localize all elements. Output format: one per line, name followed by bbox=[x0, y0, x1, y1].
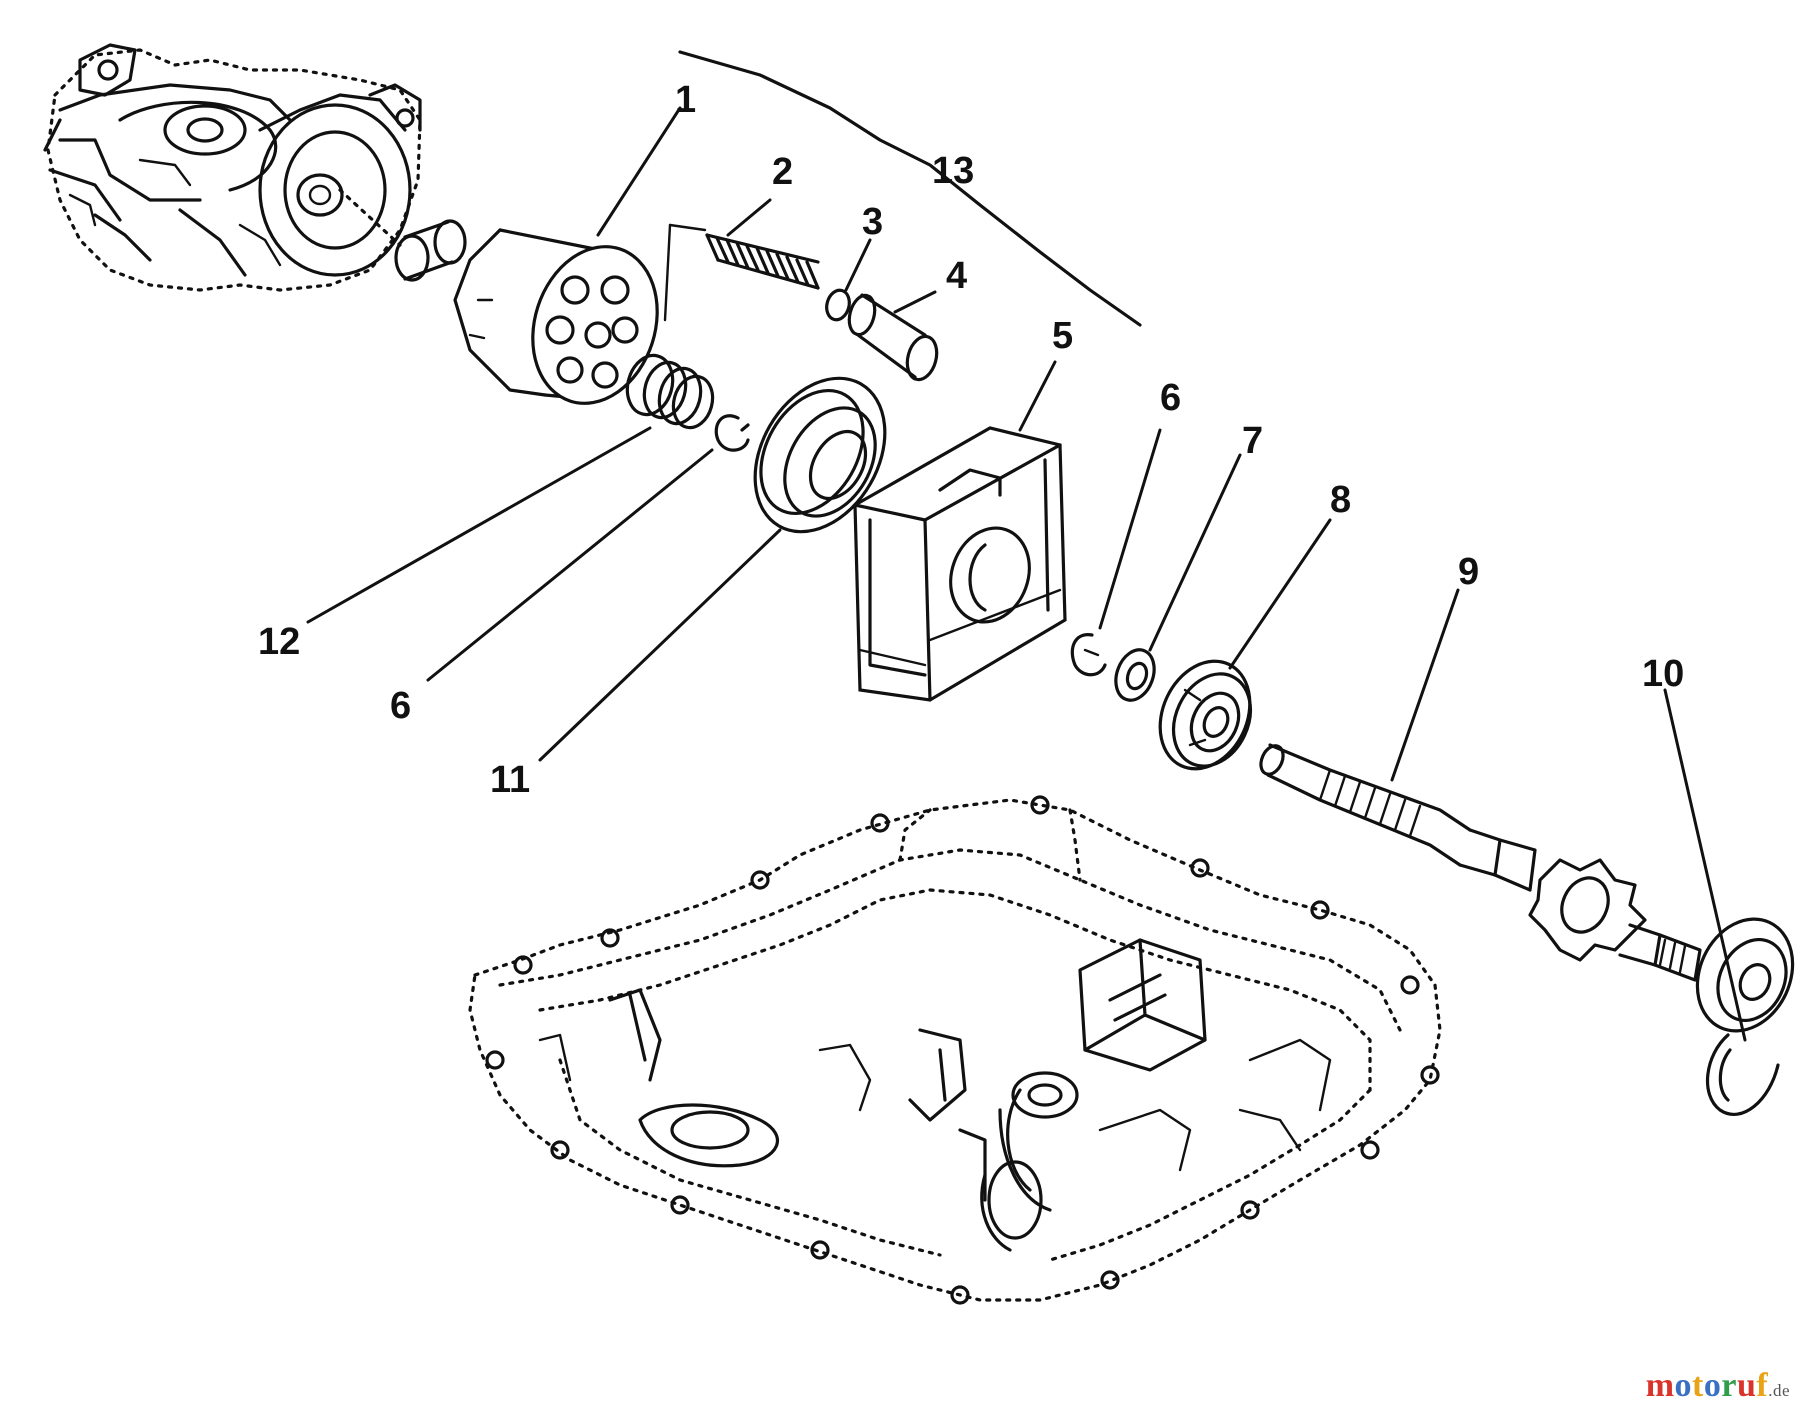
motor-cylinder-block bbox=[453, 228, 659, 405]
callout-2: 2 bbox=[772, 151, 793, 193]
leader-5 bbox=[1018, 360, 1057, 432]
leader-11 bbox=[538, 528, 782, 762]
callout-1: 1 bbox=[675, 79, 696, 121]
callout-5: 5 bbox=[1052, 315, 1073, 357]
lower-case bbox=[468, 795, 1442, 1305]
leader-3 bbox=[844, 238, 872, 292]
callout-6a: 6 bbox=[1160, 377, 1181, 419]
leader-6b bbox=[426, 448, 714, 682]
block-spring bbox=[625, 353, 715, 430]
watermark-letter: o bbox=[1674, 1367, 1693, 1404]
leader-10 bbox=[1663, 688, 1747, 1042]
retaining-ring-inner bbox=[714, 414, 750, 452]
dowel-bushing bbox=[338, 188, 467, 282]
callout-10: 10 bbox=[1642, 653, 1684, 695]
o-ring bbox=[825, 288, 851, 322]
watermark-letter: t bbox=[1692, 1367, 1704, 1404]
transaxle-housing bbox=[43, 43, 422, 292]
retaining-ring-outer bbox=[1705, 1033, 1780, 1116]
leader-2 bbox=[726, 198, 772, 237]
leader-lines bbox=[306, 106, 1747, 1042]
leader-1 bbox=[596, 106, 682, 237]
motoruf-watermark-logo: motoruf.de bbox=[1646, 1367, 1790, 1405]
check-plug bbox=[847, 293, 939, 382]
thrust-washer bbox=[753, 376, 887, 534]
output-shaft bbox=[1259, 743, 1795, 1033]
seal bbox=[1114, 648, 1156, 702]
leader-9 bbox=[1390, 588, 1460, 782]
leader-12 bbox=[306, 426, 652, 624]
watermark-letter: r bbox=[1721, 1367, 1737, 1404]
watermark-letter: u bbox=[1736, 1367, 1757, 1404]
watermark-letter: o bbox=[1703, 1367, 1722, 1404]
callout-9: 9 bbox=[1458, 551, 1479, 593]
retaining-ring bbox=[1070, 633, 1107, 677]
callout-3: 3 bbox=[862, 201, 883, 243]
callout-13: 13 bbox=[932, 150, 974, 192]
center-section bbox=[853, 426, 1067, 702]
leader-7 bbox=[1148, 453, 1242, 652]
callout-8: 8 bbox=[1330, 479, 1351, 521]
callout-4: 4 bbox=[946, 255, 967, 297]
callout-numbers: 1 2 3 4 5 6 7 8 9 10 11 6 12 13 bbox=[258, 79, 1684, 801]
callout-7: 7 bbox=[1242, 420, 1263, 462]
bearing bbox=[1158, 659, 1253, 771]
watermark-letter: f bbox=[1756, 1367, 1769, 1404]
leader-8 bbox=[1228, 518, 1332, 670]
watermark-letter: m bbox=[1645, 1367, 1675, 1404]
leader-4 bbox=[893, 290, 937, 314]
check-spring bbox=[663, 223, 820, 322]
callout-11: 11 bbox=[490, 759, 530, 801]
callout-12: 12 bbox=[258, 621, 300, 663]
callout-6b: 6 bbox=[390, 685, 411, 727]
callout-13-bracket bbox=[678, 50, 1142, 327]
watermark-suffix: .de bbox=[1768, 1381, 1790, 1400]
leader-6a bbox=[1098, 428, 1162, 630]
